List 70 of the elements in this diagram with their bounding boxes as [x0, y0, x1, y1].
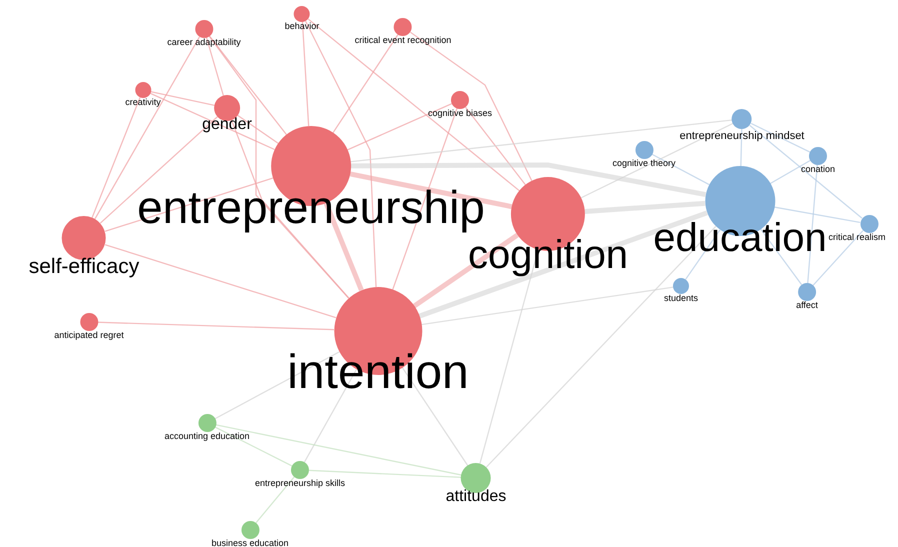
node-label: critical realism [828, 233, 886, 242]
node-label: conation [800, 165, 836, 174]
link-line [216, 424, 462, 476]
link-line [308, 18, 520, 192]
link-line [486, 226, 716, 468]
link-line [302, 22, 310, 126]
link-line [347, 103, 452, 150]
link-line [350, 119, 732, 162]
link-line [584, 200, 706, 214]
link-line [770, 160, 810, 184]
link-line [255, 476, 295, 524]
link-line [652, 154, 710, 186]
link-line [104, 244, 336, 318]
node-label: entrepreneurship skills [254, 479, 346, 488]
node-label: entrepreneurship [137, 184, 485, 230]
link-line [92, 97, 141, 218]
link-line [206, 37, 224, 96]
link-line [685, 229, 721, 280]
link-line [421, 286, 674, 326]
link-line [94, 36, 200, 220]
link-line [208, 36, 350, 299]
node-label: attitudes [446, 489, 506, 505]
link-line [465, 106, 526, 186]
link-line [231, 120, 350, 298]
link-line [100, 116, 218, 224]
node-label: education [653, 218, 827, 258]
link-line [209, 36, 287, 135]
node-label: gender [202, 117, 252, 133]
link-line [305, 20, 377, 288]
node-label: self-efficacy [28, 256, 140, 277]
link-line [750, 122, 810, 153]
link-line [351, 162, 706, 197]
node-label: affect [796, 301, 818, 310]
link-line [807, 164, 818, 284]
node-label: behavior [284, 22, 320, 31]
link-line [214, 426, 292, 466]
node-label: critical event recognition [354, 36, 452, 45]
node-label: cognitive theory [612, 159, 676, 168]
link-line [304, 369, 357, 462]
link-line [412, 232, 519, 308]
node-label: entrepreneurship mindset [680, 131, 804, 142]
node-label: cognitive biases [428, 109, 492, 118]
node-label: anticipated regret [54, 331, 124, 340]
link-line [392, 108, 458, 290]
link-line [104, 178, 274, 232]
node-label: intention [287, 349, 469, 397]
node-label: cognition [468, 235, 628, 275]
link-line [402, 367, 468, 466]
link-line [350, 171, 512, 210]
node-label: creativity [125, 98, 161, 107]
link-line [308, 470, 462, 478]
link-line [150, 91, 214, 106]
link-line [150, 92, 275, 150]
link-line [98, 322, 334, 330]
link-line [332, 34, 399, 133]
node-label: career adaptability [167, 38, 241, 47]
link-line [580, 122, 734, 198]
link-line [749, 124, 862, 219]
link-line [410, 32, 532, 182]
link-line [214, 351, 340, 420]
link-line [237, 114, 278, 144]
link-line [760, 228, 802, 286]
link-line [812, 230, 864, 286]
link-line [774, 206, 860, 224]
link-line [324, 202, 364, 292]
link-line [740, 128, 742, 166]
node-label: students [664, 294, 698, 303]
node-label: accounting education [164, 432, 250, 441]
node-label: business education [211, 539, 289, 547]
link-line [418, 210, 708, 318]
